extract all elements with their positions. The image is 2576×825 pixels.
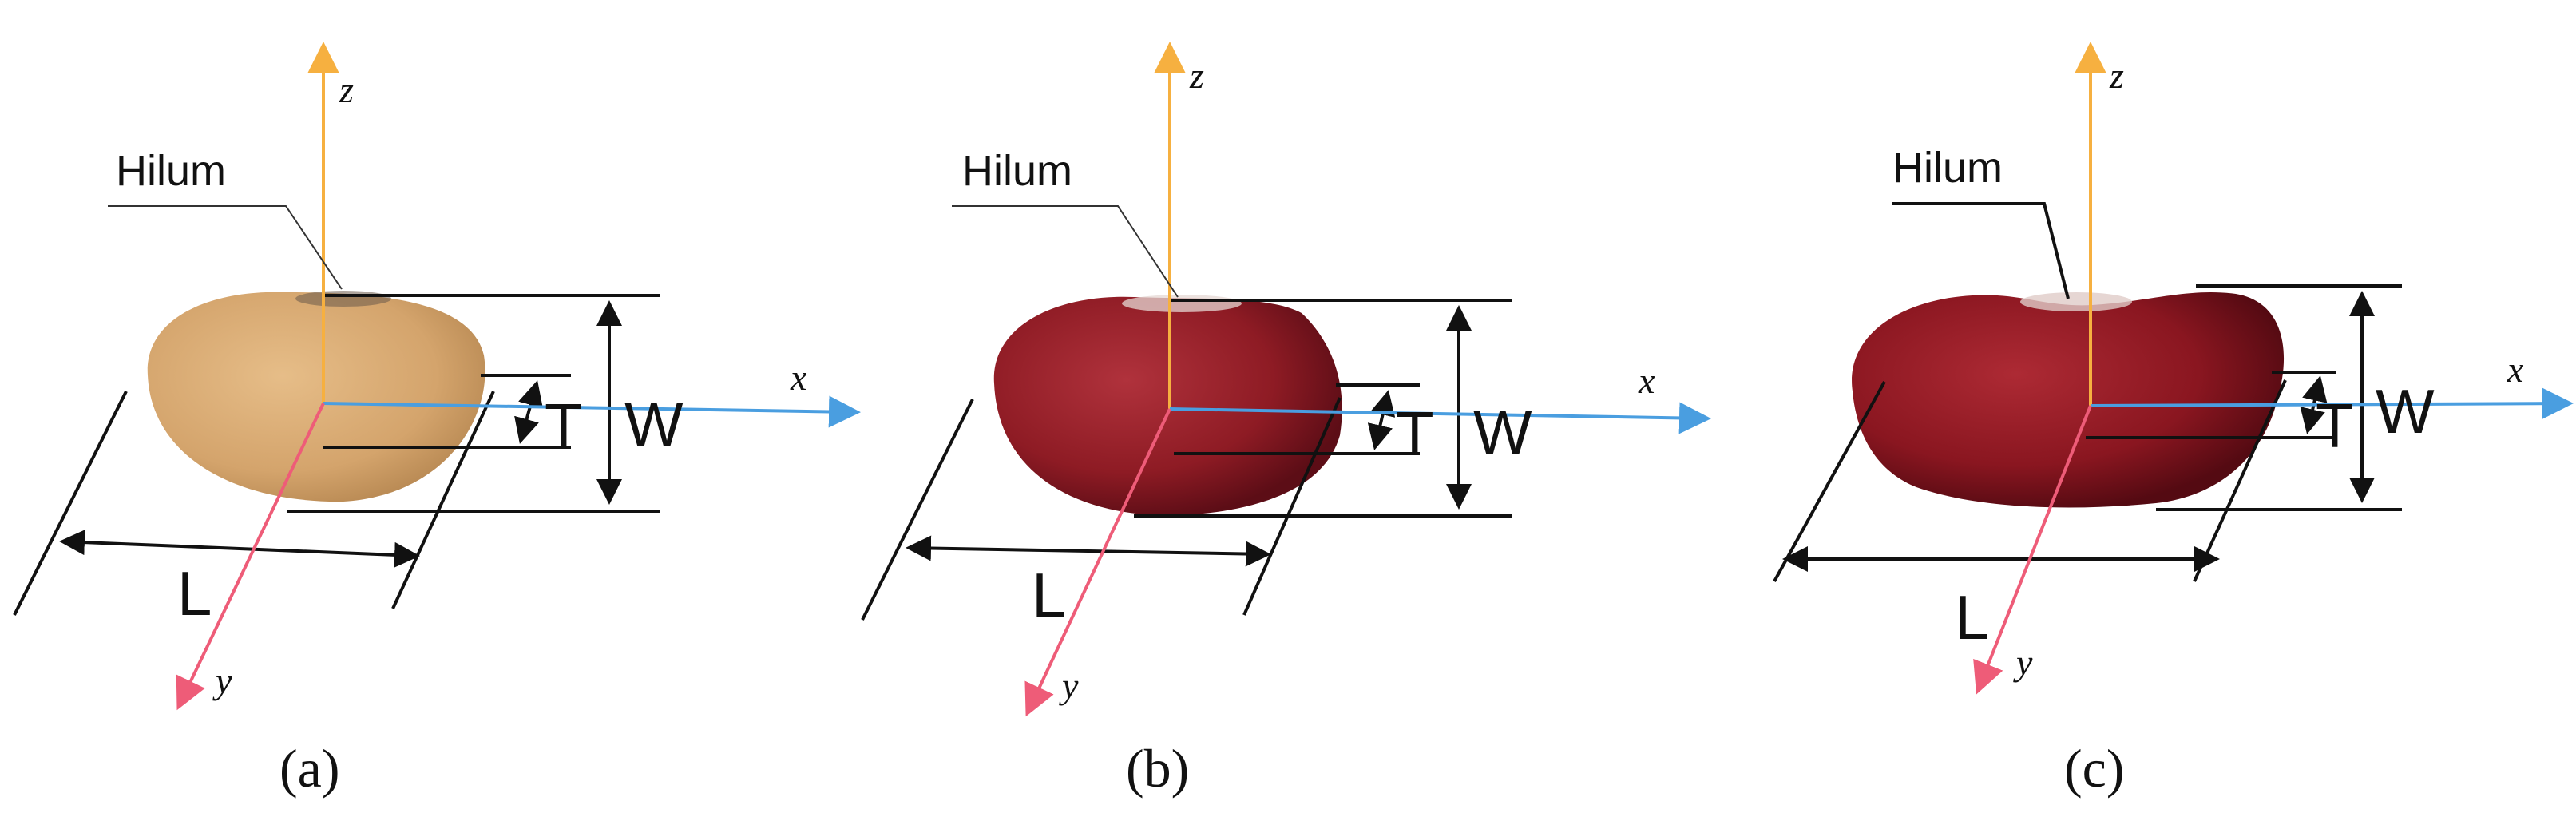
y-axis-a [176, 403, 325, 711]
length-left-line-a [13, 391, 128, 616]
x-axis-label-a: x [790, 357, 807, 398]
x-axis-label-b: x [1638, 360, 1655, 401]
width-label-a: W [624, 389, 684, 459]
thickness-arrow-a [514, 380, 543, 444]
y-axis-label-c: y [2013, 642, 2033, 683]
x-axis-c [2090, 387, 2574, 420]
hilum-spot-a [295, 291, 391, 307]
length-left-line-c [1773, 381, 1886, 582]
panel-b: Hilum z x y L W T (b) [861, 42, 1711, 799]
hilum-label-b: Hilum [962, 147, 1072, 195]
y-axis-b [1024, 408, 1171, 717]
z-axis-label-a: z [339, 69, 354, 110]
length-right-line-b [1242, 397, 1342, 616]
seed-a [147, 292, 485, 502]
length-left-line-b [861, 399, 974, 621]
hilum-label-a: Hilum [116, 147, 226, 195]
z-axis-label-c: z [2109, 55, 2124, 96]
length-label-b: L [1032, 560, 1066, 630]
hilum-leader-b [952, 205, 1179, 298]
width-label-c: W [2376, 376, 2435, 446]
hilum-leader-a [108, 205, 343, 290]
y-axis-label-a: y [212, 660, 232, 701]
panel-c: Hilum z x y L W T (c) [1773, 42, 2574, 799]
hilum-leader-c [1892, 202, 2070, 299]
thickness-label-a: T [545, 391, 583, 461]
thickness-label-b: T [1396, 399, 1434, 469]
panel-a: Hilum z x y L W T (a) [13, 42, 861, 799]
length-label-c: L [1955, 582, 1989, 652]
thickness-arrow-b [1367, 390, 1396, 450]
z-axis-label-b: z [1189, 55, 1204, 96]
thickness-label-c: T [2316, 391, 2354, 461]
x-axis-label-c: x [2507, 349, 2524, 390]
y-axis-c [1973, 405, 2092, 695]
y-axis-label-b: y [1059, 665, 1079, 706]
hilum-label-c: Hilum [1892, 144, 2003, 192]
caption-c: (c) [2064, 738, 2124, 799]
length-arrow-a [59, 530, 420, 568]
length-right-line-a [391, 391, 495, 609]
length-arrow-b [906, 535, 1271, 567]
x-axis-b [1169, 402, 1711, 434]
seed-c [1852, 292, 2285, 508]
seed-b [993, 296, 1342, 516]
width-label-b: W [1473, 397, 1532, 467]
hilum-spot-c [2020, 292, 2132, 311]
caption-b: (b) [1126, 738, 1189, 799]
hilum-spot-b [1122, 295, 1242, 312]
caption-a: (a) [279, 738, 339, 799]
x-axis-a [323, 395, 861, 428]
length-label-a: L [177, 558, 212, 629]
